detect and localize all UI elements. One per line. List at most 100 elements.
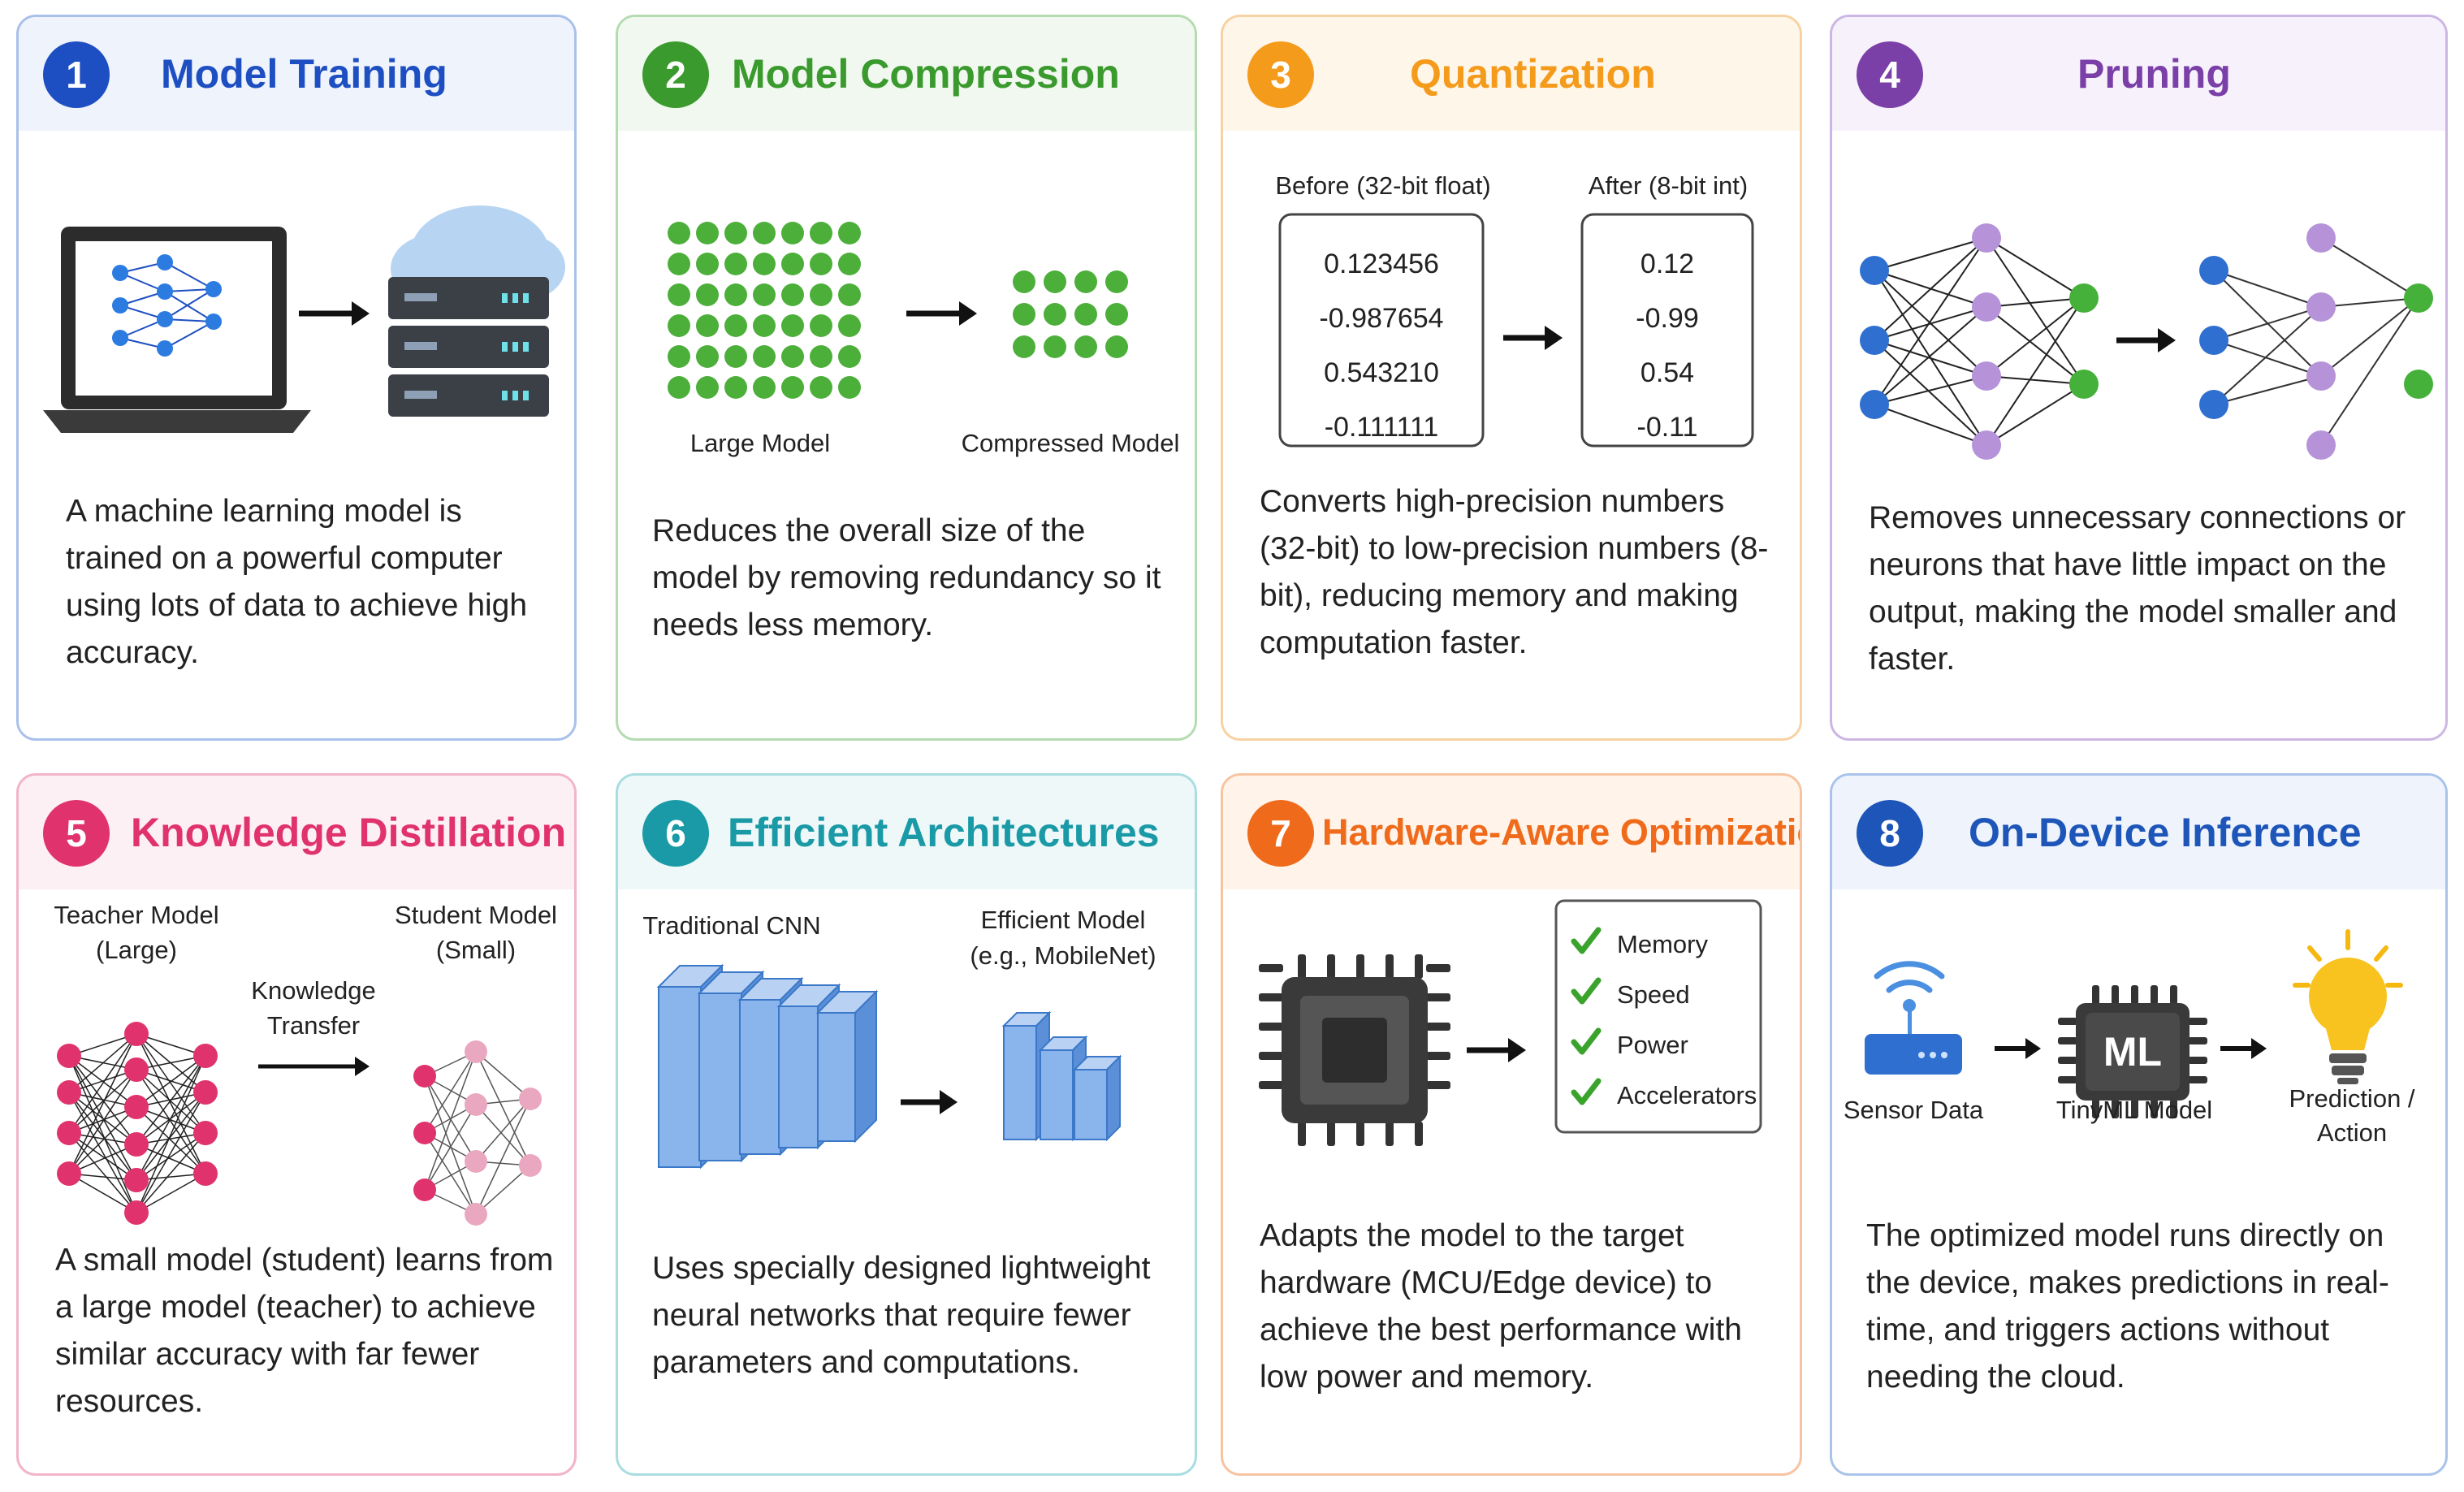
network-node	[413, 1178, 436, 1201]
arrow-icon	[2220, 1038, 2267, 1059]
model-weight-dot	[668, 376, 690, 399]
network-node	[1860, 256, 1889, 285]
cnn-layer-block	[1003, 1025, 1037, 1140]
card-header	[19, 17, 574, 131]
model-weight-dot	[1044, 270, 1066, 293]
chip-pin	[1385, 1122, 1394, 1146]
arrow-icon	[299, 301, 370, 326]
checklist-item: Accelerators	[1617, 1081, 1757, 1109]
checkmark-icon	[1571, 927, 1602, 954]
model-weight-dot	[668, 222, 690, 244]
cloud-server-icon	[388, 205, 565, 417]
student-size-label: (Small)	[436, 936, 516, 964]
step-description: Uses specially designed lightweight neur…	[652, 1251, 1151, 1380]
card-pruning: 4 Pruning Removes unnecessary connection…	[1830, 15, 2448, 741]
card-header	[1832, 17, 2445, 131]
model-weight-dot	[810, 314, 832, 337]
checkmark-icon	[1571, 1027, 1602, 1055]
network-node	[2199, 390, 2228, 419]
model-weight-dot	[1013, 335, 1035, 358]
pruning-illustration	[1860, 223, 2433, 460]
model-weight-dot	[1013, 303, 1035, 326]
compressed-model-label: Compressed Model	[962, 429, 1180, 457]
card-header	[618, 776, 1195, 889]
full-network-diagram	[1860, 223, 2099, 460]
model-weight-dot	[753, 222, 776, 244]
model-weight-dot	[838, 314, 861, 337]
step-number-badge: 4	[1857, 41, 1923, 108]
model-weight-dot	[810, 376, 832, 399]
step-number-badge: 7	[1247, 800, 1314, 867]
efficient-model-label: Efficient Model	[981, 906, 1146, 934]
model-weight-dot	[781, 345, 804, 368]
prediction-label: Action	[2317, 1118, 2387, 1147]
step-number-badge: 1	[43, 41, 110, 108]
model-weight-dot	[1105, 303, 1128, 326]
arrow-icon	[2116, 328, 2176, 352]
network-node	[124, 1168, 149, 1192]
chip-pin	[2131, 985, 2138, 1005]
network-node	[2199, 326, 2228, 355]
model-weight-dot	[810, 222, 832, 244]
network-node	[1972, 223, 2001, 253]
network-node	[1972, 430, 2001, 460]
architecture-illustration: Traditional CNN Efficient Model (e.g., M…	[642, 906, 1156, 1170]
step-description: A small model (student) learns from a la…	[55, 1243, 554, 1419]
step-number-badge: 6	[642, 800, 709, 867]
model-weight-dot	[724, 253, 747, 275]
transfer-label: Transfer	[267, 1011, 360, 1040]
network-node	[1972, 292, 2001, 322]
model-weight-dot	[810, 345, 832, 368]
network-node	[57, 1044, 81, 1068]
after-value: -0.11	[1637, 412, 1698, 443]
network-node	[124, 1022, 149, 1046]
large-model-label: Large Model	[690, 429, 830, 457]
ml-chip-icon: ML	[2058, 985, 2207, 1118]
step-title: Model Training	[161, 51, 447, 97]
network-node	[465, 1203, 487, 1226]
step-description: Converts high-precision numbers (32-bit)…	[1260, 484, 1769, 660]
step-title: On-Device Inference	[1969, 810, 2362, 855]
model-weight-dot	[1013, 270, 1035, 293]
network-node	[193, 1044, 218, 1068]
step-description: Removes unnecessary connections or neuro…	[1869, 500, 2406, 677]
model-weight-dot	[696, 314, 719, 337]
network-node	[413, 1122, 436, 1144]
model-weight-dot	[724, 345, 747, 368]
chip-pin	[2188, 1076, 2207, 1083]
after-value: -0.99	[1636, 303, 1699, 334]
chip-pin	[1385, 954, 1394, 979]
chip-pin	[2131, 1099, 2138, 1118]
step-number-badge: 2	[642, 41, 709, 108]
network-node	[413, 1065, 436, 1088]
step-number-badge: 8	[1857, 800, 1923, 867]
optimization-checklist-box	[1554, 899, 1762, 1134]
prediction-label: Prediction /	[2289, 1084, 2414, 1113]
network-node	[2199, 256, 2228, 285]
model-weight-dot	[1044, 303, 1066, 326]
model-weight-dot	[753, 253, 776, 275]
model-weight-dot	[838, 376, 861, 399]
card-model-compression: 2 Model Compression Large Model Compress…	[616, 15, 1197, 741]
before-value: 0.543210	[1324, 357, 1439, 388]
chip-pin	[2058, 1057, 2077, 1064]
chip-pin	[1259, 1023, 1283, 1031]
model-weight-dot	[696, 222, 719, 244]
arrow-icon	[258, 1057, 370, 1076]
network-node	[124, 1095, 149, 1119]
model-weight-dot	[696, 376, 719, 399]
inference-illustration: Sensor Data ML TinyML Model	[1844, 929, 2415, 1147]
model-weight-dot	[724, 283, 747, 306]
model-weight-dot	[724, 222, 747, 244]
card-header	[618, 17, 1195, 131]
chip-pin	[2170, 1099, 2177, 1118]
chip-pin	[2151, 985, 2158, 1005]
traditional-cnn-blocks	[656, 963, 879, 1170]
ml-chip-label: ML	[2103, 1029, 2162, 1075]
cnn-layer-block	[739, 999, 781, 1155]
chip-pin	[2170, 985, 2177, 1005]
model-weight-dot	[753, 314, 776, 337]
before-value: 0.123456	[1324, 249, 1439, 279]
